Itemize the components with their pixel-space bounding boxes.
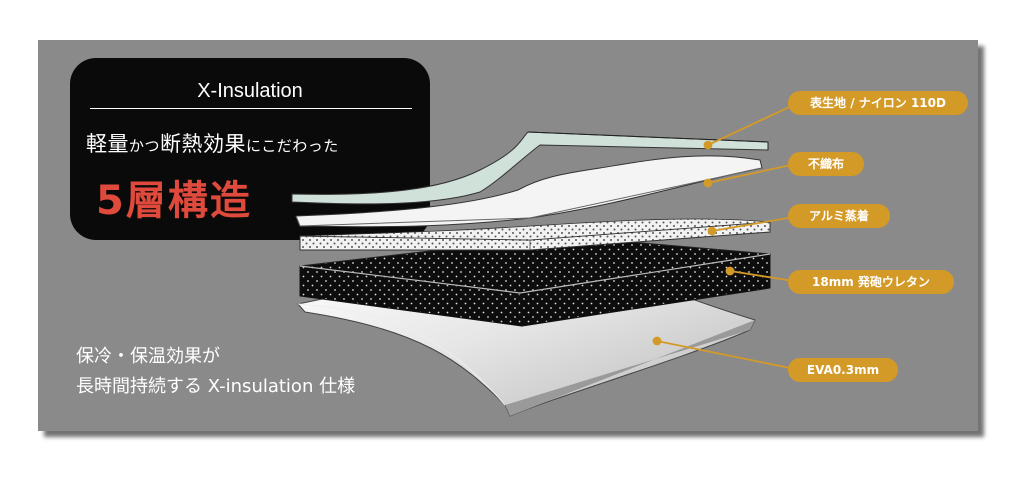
layer-aluminum xyxy=(299,218,771,251)
tagline-part4: にこだわった xyxy=(246,137,339,155)
layer-urethane xyxy=(299,235,771,327)
title-divider xyxy=(90,108,412,109)
label-nylon: 表生地 / ナイロン 110D xyxy=(788,91,968,115)
tagline-part2: かつ xyxy=(129,137,161,155)
label-urethane: 18mm 発砲ウレタン xyxy=(788,270,954,294)
tagline: 軽量かつ断熱効果にこだわった xyxy=(86,128,426,158)
headline: 5層構造 xyxy=(96,178,252,224)
description-line1: 保冷・保温効果が xyxy=(76,346,220,367)
label-eva: EVA0.3mm xyxy=(788,358,898,382)
layer-nylon xyxy=(291,131,769,205)
tagline-part1: 軽量 xyxy=(86,132,129,156)
layer-nonwoven xyxy=(295,155,763,228)
leader-lines xyxy=(652,101,801,371)
label-nonwoven: 不織布 xyxy=(788,152,864,176)
description-line2: 長時間持続する X-insulation 仕様 xyxy=(76,376,356,397)
tagline-part3: 断熱効果 xyxy=(160,132,247,156)
title-box xyxy=(70,58,430,240)
brand-title: X-Insulation xyxy=(197,80,303,102)
label-aluminum: アルミ蒸着 xyxy=(788,204,890,228)
description: 保冷・保温効果が 長時間持続する X-insulation 仕様 xyxy=(76,342,355,402)
